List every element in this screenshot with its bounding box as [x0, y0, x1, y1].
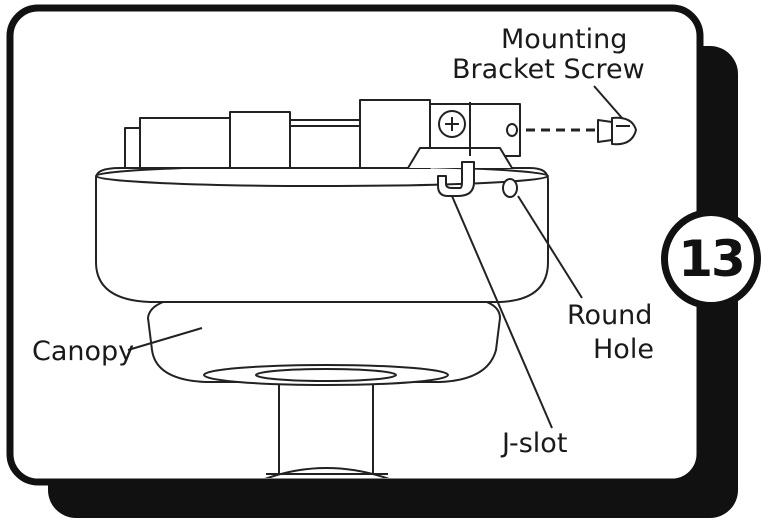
ceiling-fan-illustration: [95, 99, 637, 478]
bracket-screw-icon: [597, 116, 637, 146]
leader-round-hole: [517, 195, 583, 299]
label-canopy: Canopy: [32, 336, 135, 367]
label-hole-line2: Hole: [593, 334, 654, 365]
label-round-line1: Round: [567, 300, 653, 331]
installed-screw-icon: [438, 110, 466, 138]
step-number-badge: 13: [661, 209, 761, 309]
leader-j-slot: [451, 195, 553, 429]
j-slot: [437, 161, 475, 197]
step-number: 13: [678, 230, 746, 288]
label-mounting-line1: Mounting: [501, 24, 628, 55]
label-j-slot: J-slot: [502, 428, 568, 459]
round-hole: [502, 178, 518, 198]
leader-canopy: [127, 327, 203, 351]
label-bracket-screw-line2: Bracket Screw: [452, 54, 645, 85]
leader-screw: [593, 85, 623, 119]
leader-lines: [127, 85, 623, 429]
canopy-body: [95, 167, 549, 303]
